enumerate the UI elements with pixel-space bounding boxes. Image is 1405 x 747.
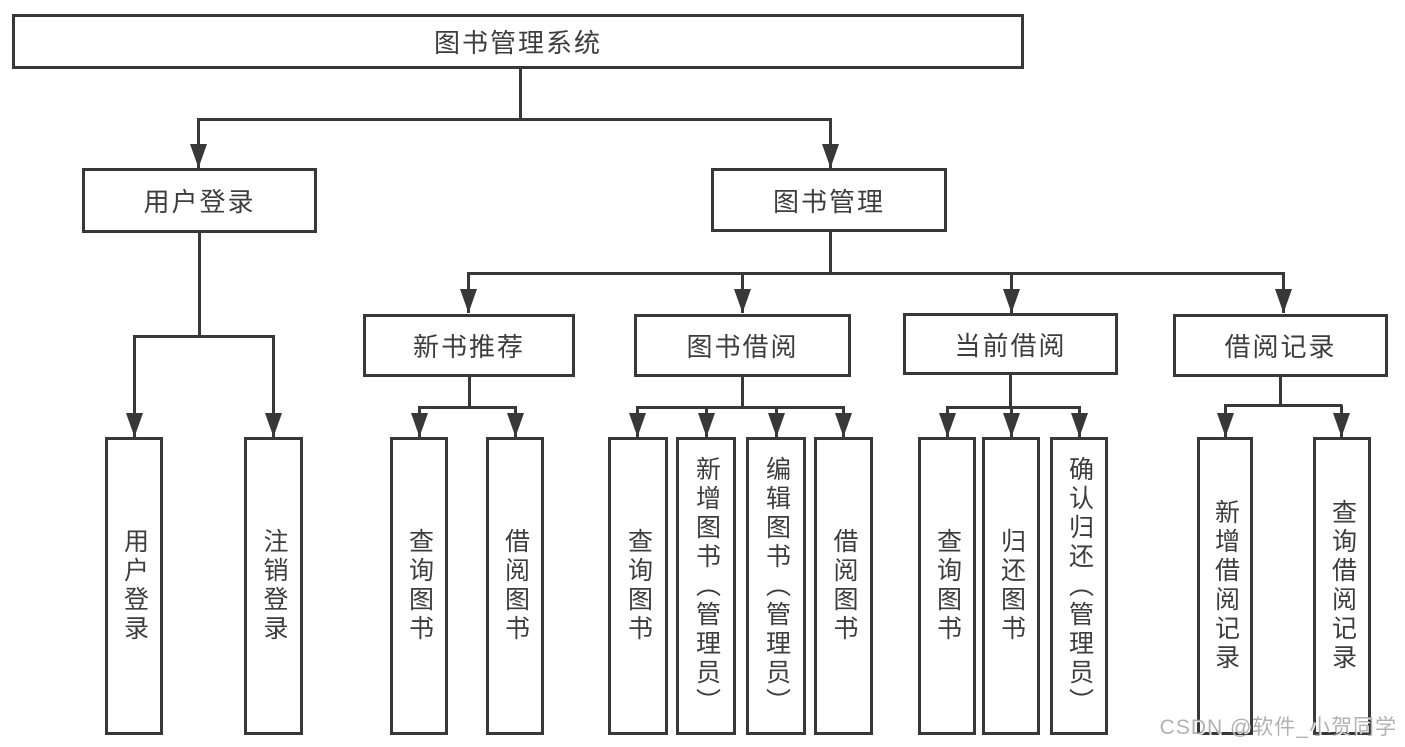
leaf-user-login: 用户登录: [105, 437, 163, 735]
leaf-borrow-query-books: 查询图书: [608, 437, 668, 735]
leaf-current-query-books: 查询图书: [918, 437, 976, 735]
leaf-borrow-query-books-label: 查询图书: [624, 528, 653, 644]
leaf-newbook-borrow-books: 借阅图书: [486, 437, 544, 735]
leaf-current-confirm-return-admin-label: 确认归还（管理员）: [1065, 455, 1094, 717]
connector-book-mgmt-trunk: [467, 232, 1285, 275]
node-new-book-recommend: 新书推荐: [363, 314, 575, 377]
connector-user-login-trunk: [133, 233, 275, 338]
node-user-login-label: 用户登录: [143, 187, 256, 217]
leaf-user-login-label: 用户登录: [120, 528, 149, 644]
leaf-record-add-borrow-record: 新增借阅记录: [1197, 437, 1253, 735]
node-user-login: 用户登录: [82, 168, 317, 233]
leaf-record-query-borrow-record: 查询借阅记录: [1313, 437, 1371, 735]
node-current-borrowing: 当前借阅: [903, 313, 1118, 375]
node-new-book-recommend-label: 新书推荐: [412, 332, 525, 362]
connector-borrow-record-trunk: [1224, 377, 1343, 407]
node-book-borrowing: 图书借阅: [634, 314, 851, 377]
leaf-borrow-add-books-admin-label: 新增图书（管理员）: [692, 455, 721, 717]
leaf-newbook-query-books-label: 查询图书: [405, 528, 434, 644]
csdn-watermark: CSDN @软件_小贺同学: [1159, 716, 1397, 739]
leaf-current-confirm-return-admin: 确认归还（管理员）: [1050, 437, 1108, 735]
node-root-system-label: 图书管理系统: [433, 28, 602, 58]
leaf-borrow-add-books-admin: 新增图书（管理员）: [676, 437, 736, 735]
node-borrow-records: 借阅记录: [1173, 314, 1388, 377]
leaf-logout-label: 注销登录: [260, 528, 288, 644]
leaf-record-query-borrow-record-label: 查询借阅记录: [1328, 499, 1357, 673]
leaf-newbook-query-books: 查询图书: [390, 437, 448, 735]
connector-new-book-trunk: [418, 377, 517, 409]
connector-root-trunk: [197, 69, 832, 121]
leaf-record-add-borrow-record-label: 新增借阅记录: [1211, 499, 1240, 673]
leaf-current-query-books-label: 查询图书: [933, 528, 962, 644]
leaf-borrow-edit-books-admin-label: 编辑图书（管理员）: [762, 455, 791, 717]
node-book-management-label: 图书管理: [772, 186, 885, 217]
leaf-current-return-books-label: 归还图书: [997, 528, 1026, 644]
node-book-borrowing-label: 图书借阅: [686, 332, 799, 362]
leaf-current-return-books: 归还图书: [982, 437, 1040, 735]
node-root-system: 图书管理系统: [12, 14, 1024, 69]
leaf-borrow-edit-books-admin: 编辑图书（管理员）: [746, 437, 806, 735]
node-current-borrowing-label: 当前借阅: [954, 330, 1067, 361]
leaf-logout: 注销登录: [244, 437, 303, 735]
leaf-borrow-borrow-books-label: 借阅图书: [830, 528, 858, 644]
leaf-borrow-borrow-books: 借阅图书: [814, 437, 873, 735]
connector-current-borrow-trunk: [946, 375, 1081, 409]
connector-book-borrow-trunk: [636, 377, 845, 409]
leaf-newbook-borrow-books-label: 借阅图书: [501, 528, 530, 644]
node-book-management: 图书管理: [711, 168, 947, 232]
node-borrow-records-label: 借阅记录: [1224, 332, 1337, 362]
